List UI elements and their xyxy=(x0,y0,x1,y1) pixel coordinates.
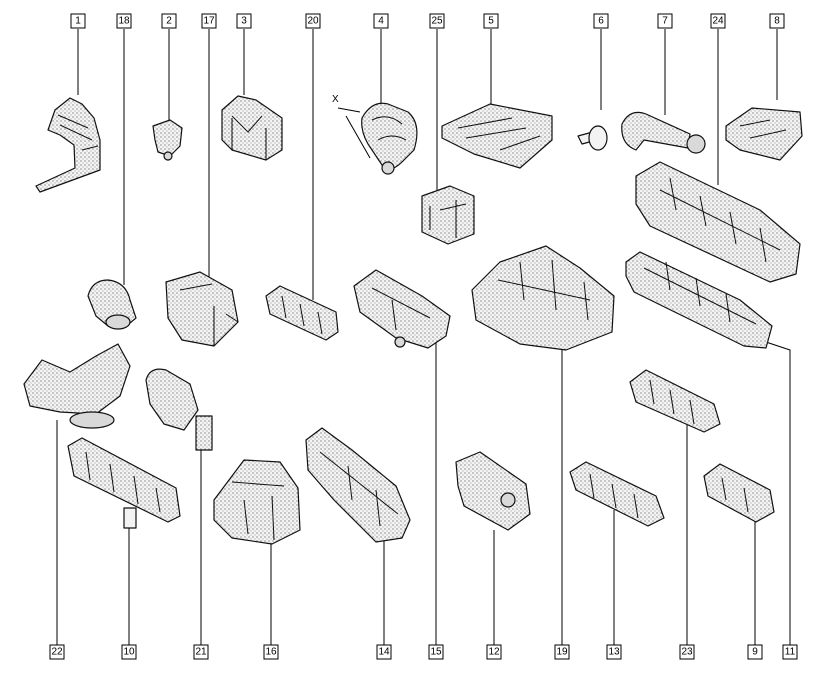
part-5-rail-clip xyxy=(441,103,553,169)
svg-text:8: 8 xyxy=(774,16,780,27)
svg-text:24: 24 xyxy=(712,16,724,27)
svg-text:23: 23 xyxy=(681,647,693,658)
label-11: 11 xyxy=(782,644,798,660)
svg-text:22: 22 xyxy=(51,647,63,658)
svg-text:3: 3 xyxy=(241,16,247,27)
part-19-base-clip xyxy=(471,245,615,351)
label-20: 20 xyxy=(305,13,321,29)
part-11-multi-clip xyxy=(625,251,773,349)
label-24: 24 xyxy=(710,13,726,29)
label-13: 13 xyxy=(606,644,622,660)
leader-lines xyxy=(56,29,791,645)
label-23: 23 xyxy=(679,644,695,660)
parts: X xyxy=(23,94,803,545)
svg-text:7: 7 xyxy=(662,16,668,27)
part-8-double-clip xyxy=(725,107,803,161)
svg-text:20: 20 xyxy=(307,16,319,27)
axis-x-label: X xyxy=(332,94,339,105)
part-1-bracket-clip xyxy=(35,97,101,193)
part-6-push-pin xyxy=(577,125,608,151)
svg-text:5: 5 xyxy=(488,16,494,27)
svg-text:4: 4 xyxy=(378,16,384,27)
svg-text:18: 18 xyxy=(118,16,130,27)
svg-text:1: 1 xyxy=(75,16,81,27)
label-12: 12 xyxy=(486,644,502,660)
part-14-long-clip xyxy=(305,427,411,543)
svg-text:12: 12 xyxy=(488,647,500,658)
svg-text:15: 15 xyxy=(430,647,442,658)
svg-text:9: 9 xyxy=(752,647,758,658)
label-19: 19 xyxy=(554,644,570,660)
label-10: 10 xyxy=(121,644,137,660)
label-22: 22 xyxy=(49,644,65,660)
part-17-box-clip xyxy=(165,271,239,347)
svg-text:14: 14 xyxy=(378,647,390,658)
label-21: 21 xyxy=(193,644,209,660)
svg-text:10: 10 xyxy=(123,647,135,658)
part-4-pipe-clip: X xyxy=(332,94,418,175)
label-1: 1 xyxy=(70,13,86,29)
part-9-clip xyxy=(703,463,775,523)
part-20-multi-clip xyxy=(265,285,339,341)
part-22-wide-bracket xyxy=(23,343,131,429)
part-21-post-clip xyxy=(145,368,213,451)
label-4: 4 xyxy=(373,13,389,29)
label-7: 7 xyxy=(657,13,673,29)
svg-text:13: 13 xyxy=(608,647,620,658)
part-10-post-multi-clip xyxy=(67,437,181,529)
part-7-strap-clip xyxy=(621,111,706,154)
part-18-grommet-clip xyxy=(87,279,137,330)
label-25: 25 xyxy=(429,13,445,29)
svg-text:17: 17 xyxy=(203,16,215,27)
svg-text:16: 16 xyxy=(265,647,277,658)
part-25-square-clip xyxy=(421,185,475,245)
svg-text:25: 25 xyxy=(431,16,443,27)
part-3-block-clip xyxy=(221,95,283,161)
label-6: 6 xyxy=(593,13,609,29)
svg-text:11: 11 xyxy=(785,647,796,658)
label-5: 5 xyxy=(483,13,499,29)
label-15: 15 xyxy=(428,644,444,660)
svg-text:6: 6 xyxy=(598,16,604,27)
part-2-small-clip xyxy=(152,119,183,161)
part-15-mid-clip xyxy=(353,269,451,349)
label-3: 3 xyxy=(236,13,252,29)
label-2: 2 xyxy=(161,13,177,29)
bottom-label-row: 22 10 21 16 14 15 12 19 13 23 9 11 xyxy=(49,644,798,660)
label-14: 14 xyxy=(376,644,392,660)
top-label-row: 1 18 2 17 3 20 4 25 5 6 7 24 8 xyxy=(70,13,785,29)
part-23-clip xyxy=(629,369,721,433)
label-16: 16 xyxy=(263,644,279,660)
label-17: 17 xyxy=(201,13,217,29)
part-12-cube-clip xyxy=(455,451,531,531)
label-18: 18 xyxy=(116,13,132,29)
part-16-block-clip xyxy=(213,459,301,545)
svg-text:21: 21 xyxy=(195,647,207,658)
part-13-clip xyxy=(569,461,665,527)
label-8: 8 xyxy=(769,13,785,29)
svg-text:19: 19 xyxy=(556,647,568,658)
part-24-multi-clip xyxy=(635,161,801,283)
label-9: 9 xyxy=(747,644,763,660)
svg-text:2: 2 xyxy=(166,16,172,27)
